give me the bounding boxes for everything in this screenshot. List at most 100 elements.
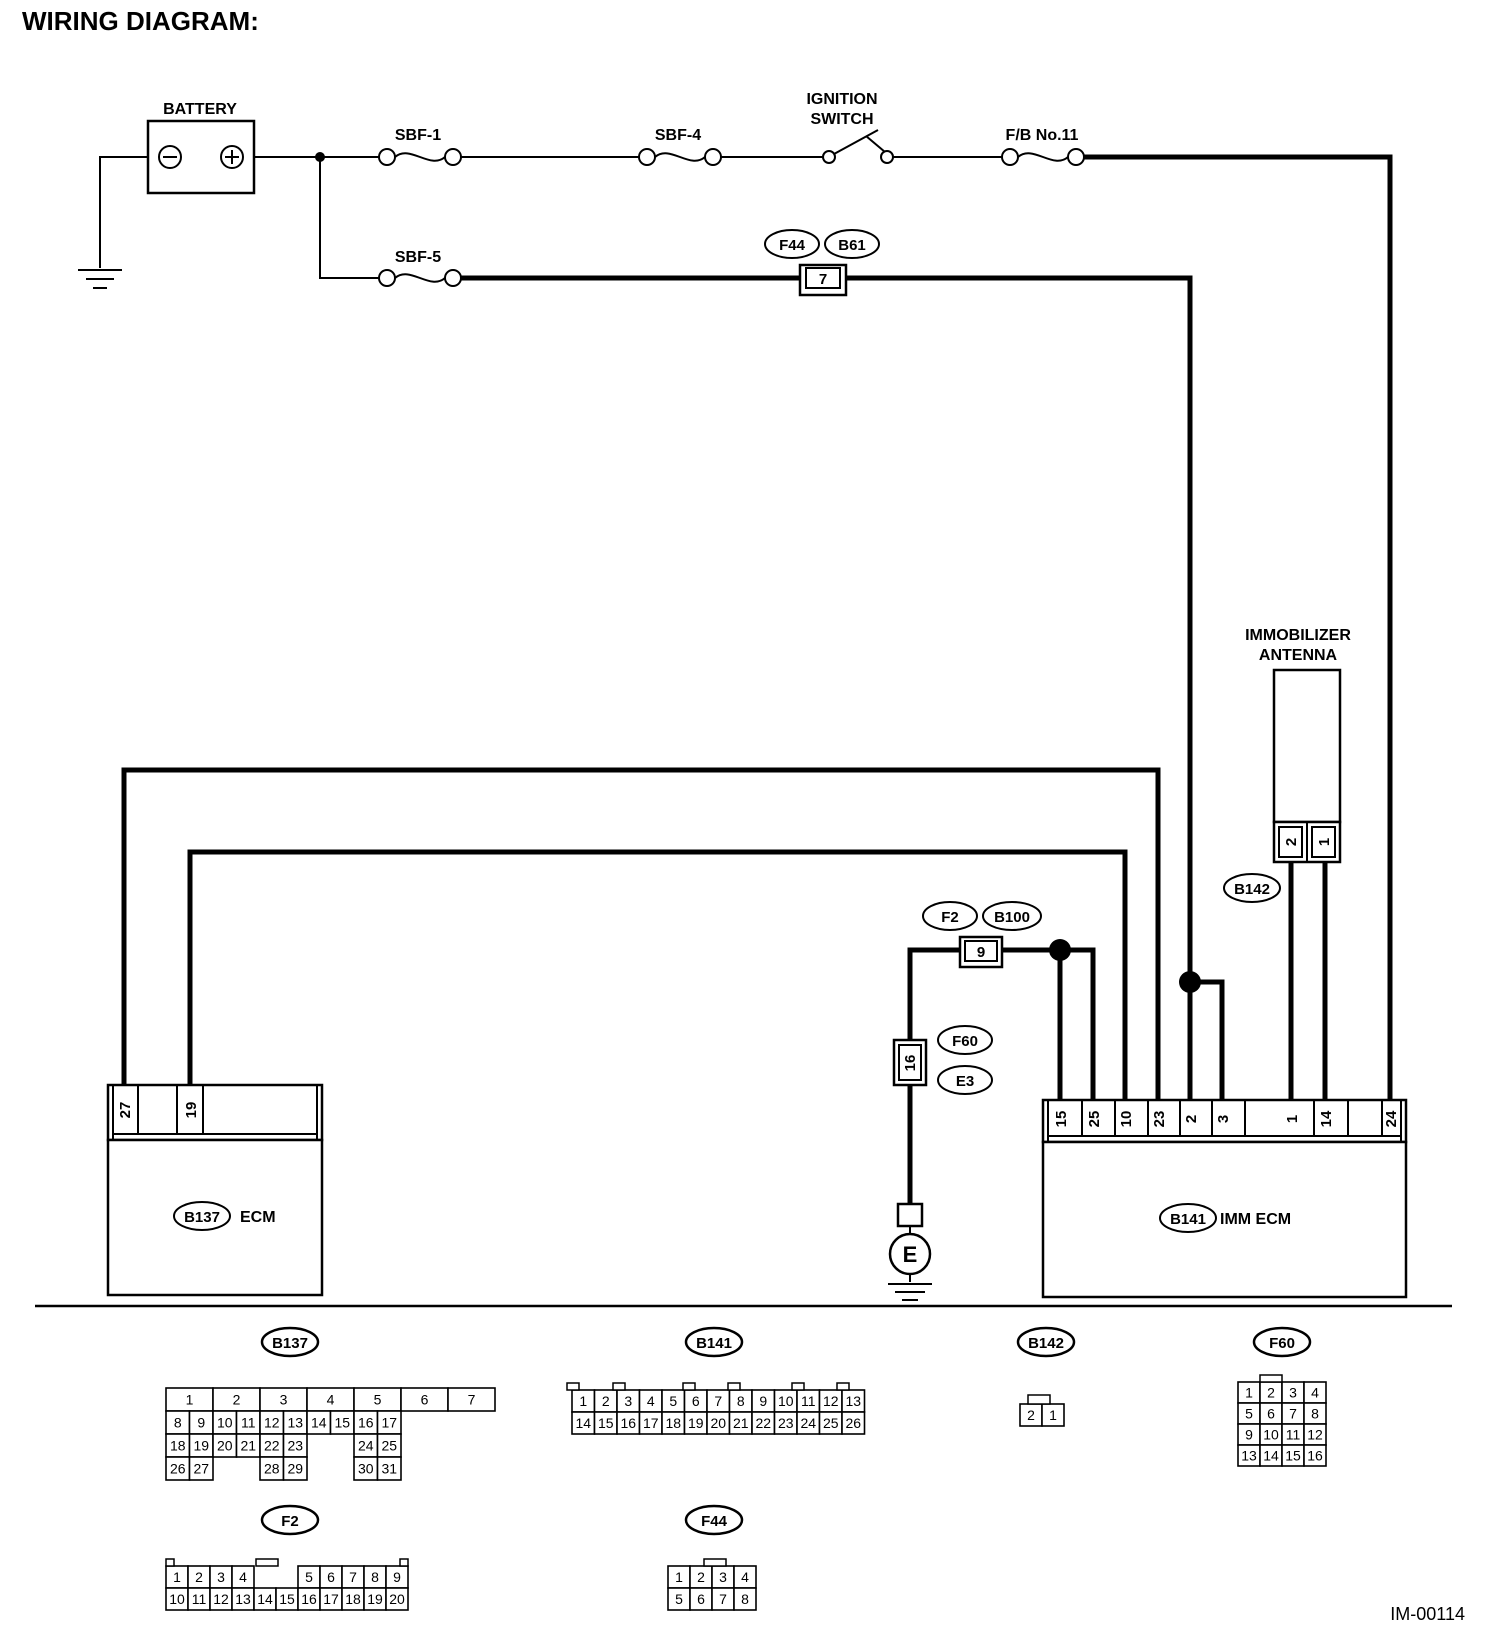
pin-cell <box>385 1587 409 1611</box>
pin-number: 6 <box>1267 1406 1275 1422</box>
pin-cell <box>733 1587 757 1611</box>
pin-number: 3 <box>217 1569 225 1585</box>
svg-text:SWITCH: SWITCH <box>810 111 873 128</box>
pin-number: 9 <box>393 1569 401 1585</box>
pin-number: 12 <box>823 1393 839 1409</box>
pin-number: 5 <box>374 1392 382 1408</box>
svg-text:SBF-5: SBF-5 <box>395 249 441 266</box>
pin-number: 21 <box>240 1438 256 1454</box>
svg-text:E3: E3 <box>956 1073 974 1090</box>
pin-number: 31 <box>381 1461 397 1477</box>
connector-face-label: B141 <box>696 1335 732 1352</box>
pin-cell <box>188 1456 214 1481</box>
svg-text:IMM ECM: IMM ECM <box>1220 1211 1291 1228</box>
svg-text:IMMOBILIZER: IMMOBILIZER <box>1245 627 1351 644</box>
pin-number: 12 <box>1307 1427 1323 1443</box>
imm-ecm-module: 15 25 10 23 2 3 1 14 24 B141 IMM ECM <box>1041 1098 1408 1299</box>
connector-face-label: B142 <box>1028 1335 1064 1352</box>
pin-number: 4 <box>1311 1385 1319 1401</box>
svg-text:23: 23 <box>1151 1111 1168 1128</box>
svg-text:SBF-4: SBF-4 <box>655 127 701 144</box>
pin-number: 25 <box>823 1415 839 1431</box>
connector-face-label: F2 <box>281 1513 299 1530</box>
pin-number: 16 <box>358 1415 374 1431</box>
svg-text:3: 3 <box>1215 1115 1232 1123</box>
pin-number: 16 <box>620 1415 636 1431</box>
fuse-sbf-4: SBF-4 <box>638 127 722 166</box>
pin-number: 7 <box>1289 1406 1297 1422</box>
pin-number: 12 <box>264 1415 280 1431</box>
fuse-sbf-1: SBF-1 <box>378 127 462 166</box>
inline-connector-f60-e3: 16 F60 E3 <box>892 1025 993 1095</box>
pin-number: 3 <box>280 1392 288 1408</box>
pin-number: 14 <box>257 1591 273 1607</box>
pin-number: 6 <box>692 1393 700 1409</box>
pin-number: 10 <box>169 1591 185 1607</box>
pin-number: 15 <box>1285 1448 1301 1464</box>
key-notch <box>791 1382 805 1391</box>
pin-number: 10 <box>217 1415 233 1431</box>
pin-number: 1 <box>186 1392 194 1408</box>
pin-number: 8 <box>741 1591 749 1607</box>
connector-face-label: B137 <box>272 1335 308 1352</box>
svg-text:F/B No.11: F/B No.11 <box>1006 127 1079 144</box>
pin-number: 8 <box>737 1393 745 1409</box>
svg-text:B141: B141 <box>1170 1211 1206 1228</box>
pin-number: 23 <box>778 1415 794 1431</box>
pin-number: 4 <box>647 1393 655 1409</box>
pin-number: 13 <box>287 1415 303 1431</box>
svg-text:E: E <box>903 1242 918 1267</box>
pin-number: 11 <box>241 1415 256 1431</box>
pin-number: 4 <box>741 1569 749 1585</box>
pin-number: 23 <box>287 1438 303 1454</box>
pin-number: 9 <box>197 1415 205 1431</box>
pin-number: 10 <box>1263 1427 1279 1443</box>
pin-number: 17 <box>323 1591 339 1607</box>
pin-number: 1 <box>173 1569 181 1585</box>
pin-number: 20 <box>389 1591 405 1607</box>
pin-number: 6 <box>697 1591 705 1607</box>
pin-number: 6 <box>421 1392 429 1408</box>
connector-face-label: F44 <box>701 1513 728 1530</box>
pin-number: 1 <box>675 1569 683 1585</box>
pin-number: 2 <box>602 1393 610 1409</box>
pin-number: 1 <box>579 1393 587 1409</box>
pin-number: 9 <box>1245 1427 1253 1443</box>
pin-number: 17 <box>381 1415 397 1431</box>
pin-number: 7 <box>349 1569 357 1585</box>
inline-connector-f2-b100: F2 B100 9 <box>922 901 1042 969</box>
svg-text:IGNITION: IGNITION <box>806 91 877 108</box>
pin-number: 15 <box>598 1415 614 1431</box>
pin-number: 27 <box>193 1461 209 1477</box>
pin-number: 7 <box>719 1591 727 1607</box>
pin-number: 14 <box>575 1415 591 1431</box>
battery-label: BATTERY <box>163 101 237 118</box>
pin-number: 29 <box>287 1461 303 1477</box>
connector-face-label: F60 <box>1269 1335 1295 1352</box>
pin-number: 14 <box>1263 1448 1279 1464</box>
pin-cell <box>282 1456 308 1481</box>
pin-number: 16 <box>1307 1448 1323 1464</box>
pin-number: 11 <box>1286 1427 1301 1443</box>
key-notch <box>703 1558 727 1567</box>
pin-cell <box>376 1456 402 1481</box>
pin-number: 30 <box>358 1461 374 1477</box>
pin-number: 1 <box>1049 1407 1057 1423</box>
key-notch <box>1259 1374 1283 1383</box>
pin-number: 22 <box>264 1438 280 1454</box>
pin-number: 9 <box>759 1393 767 1409</box>
ground-point-e: E <box>888 1202 932 1301</box>
key-notch <box>727 1382 741 1391</box>
svg-text:10: 10 <box>1118 1111 1135 1128</box>
pin-number: 26 <box>170 1461 186 1477</box>
svg-text:16: 16 <box>902 1055 919 1072</box>
pin-cell <box>1303 1444 1327 1467</box>
pin-number: 26 <box>845 1415 861 1431</box>
pin-number: 19 <box>193 1438 209 1454</box>
pin-number: 7 <box>714 1393 722 1409</box>
pin-number: 19 <box>688 1415 704 1431</box>
svg-text:SBF-1: SBF-1 <box>395 127 441 144</box>
